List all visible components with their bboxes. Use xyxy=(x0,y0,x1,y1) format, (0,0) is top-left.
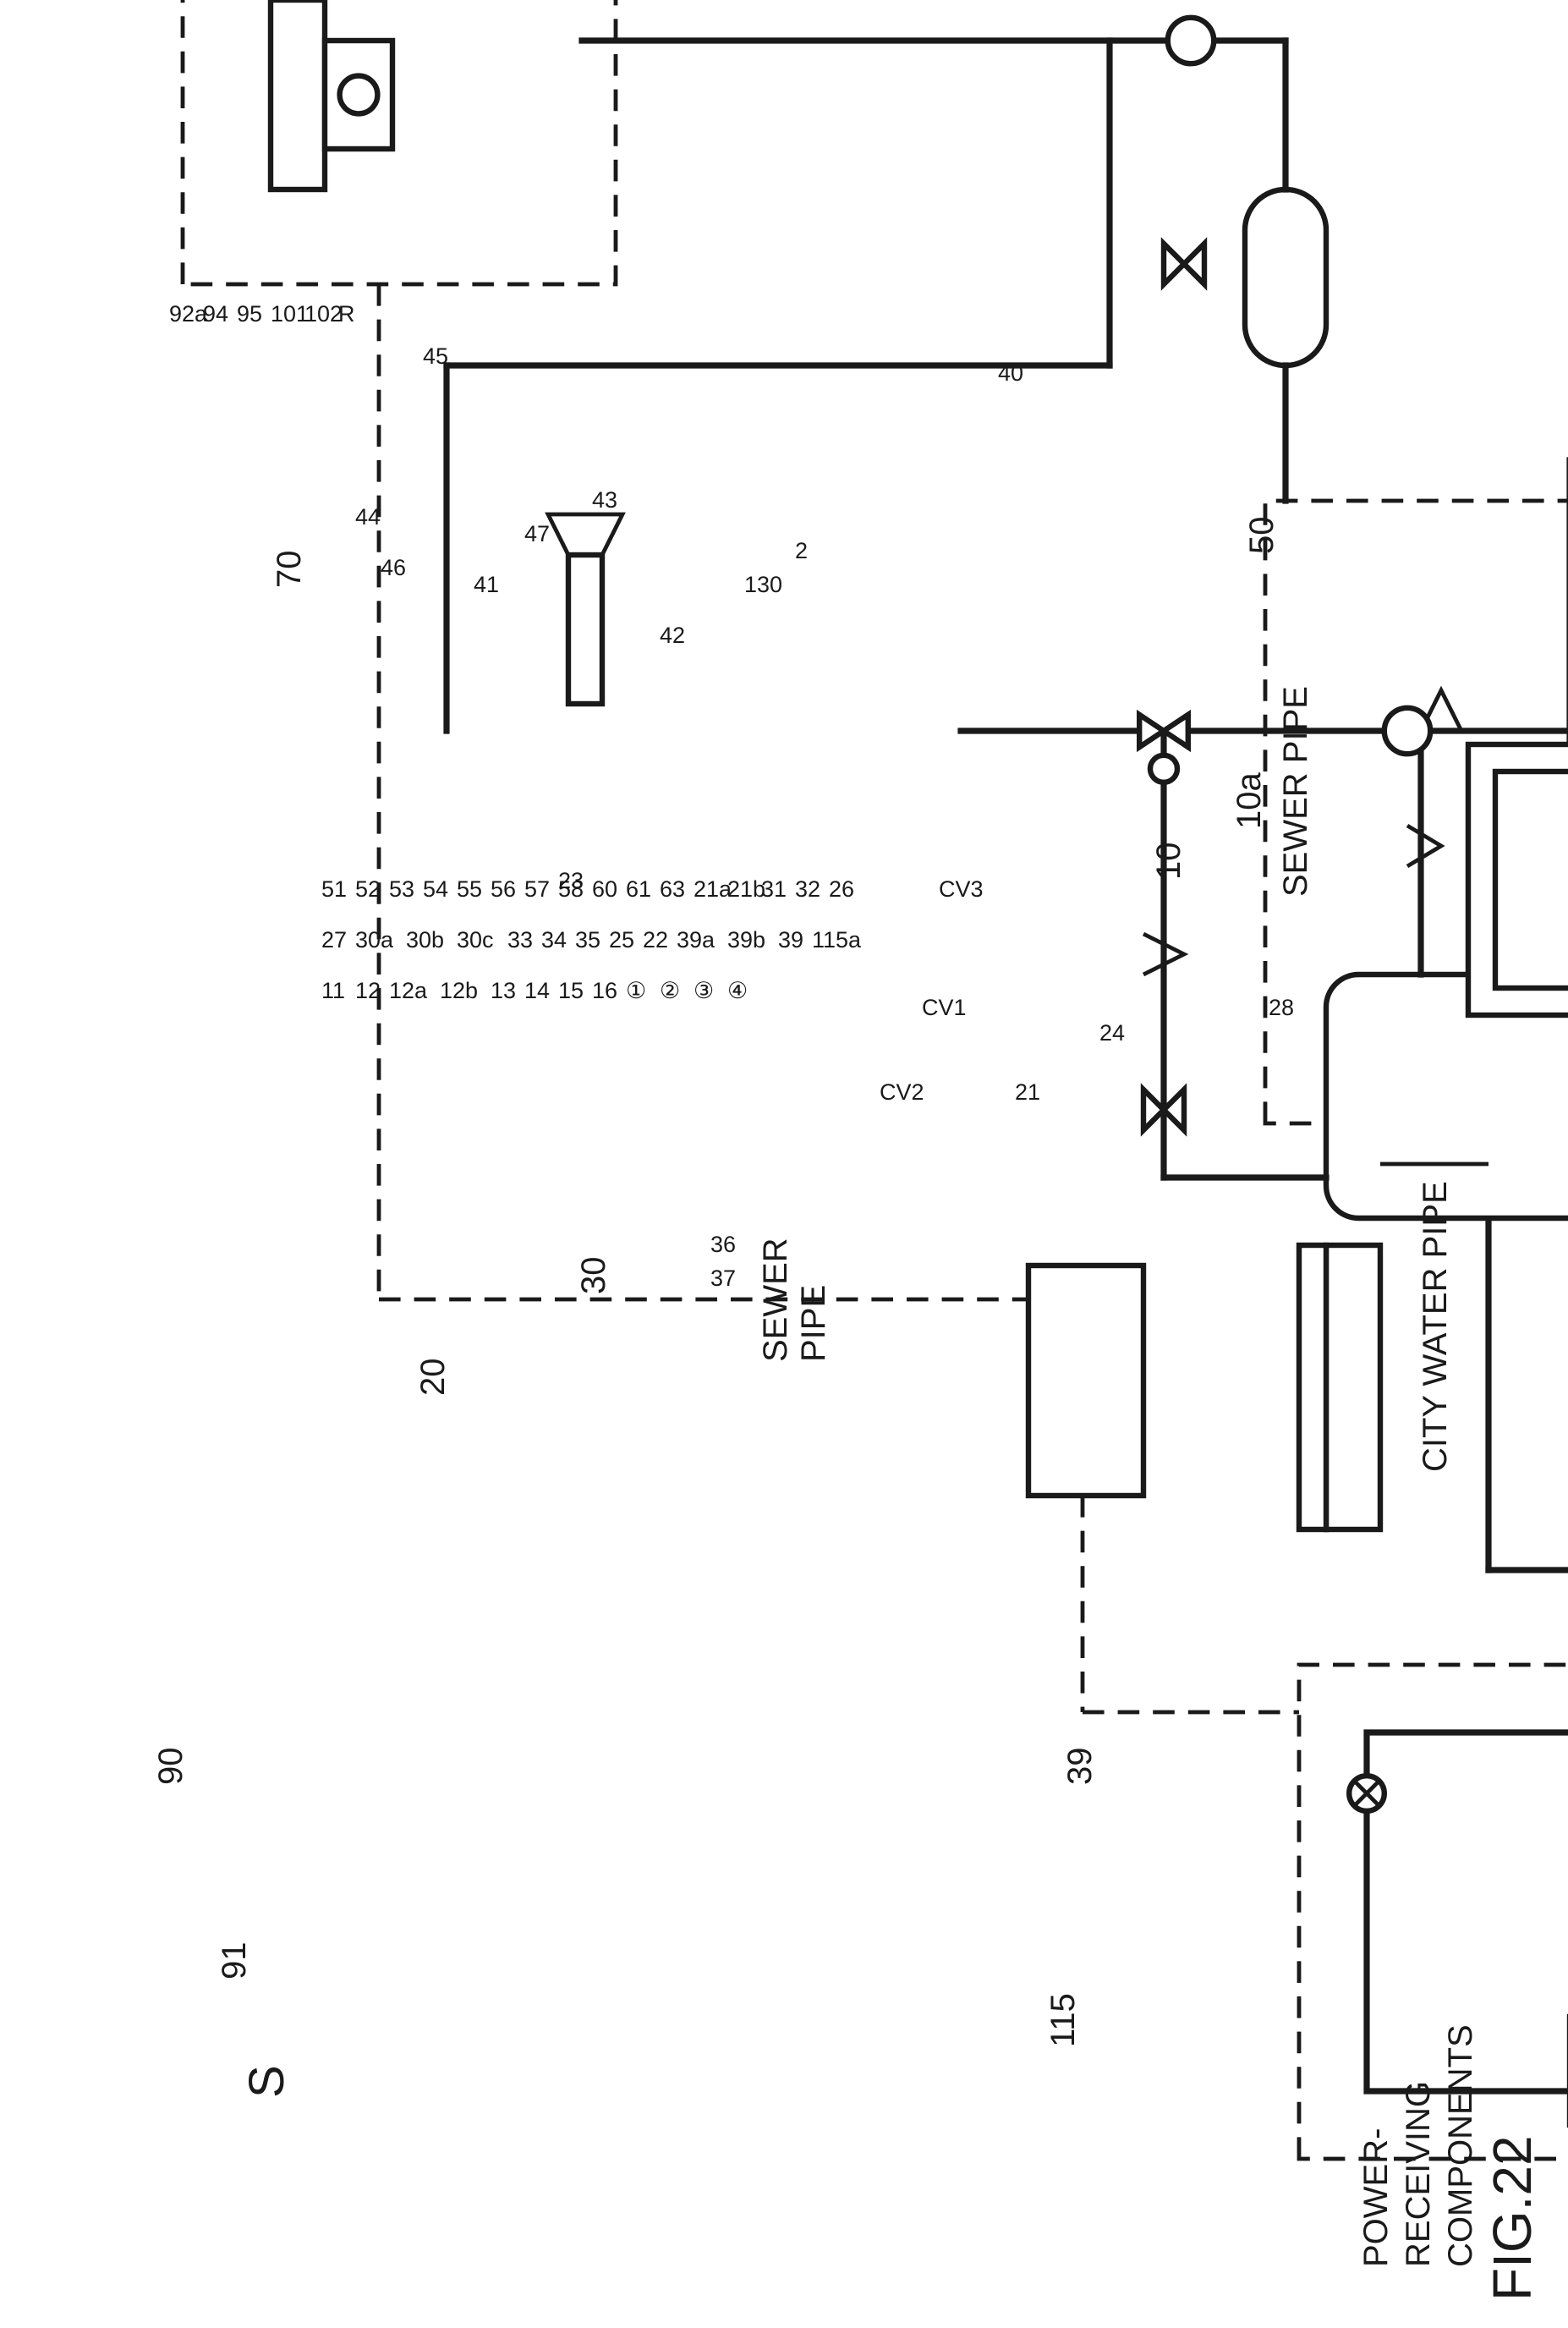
label-12b: 12b xyxy=(440,978,478,1003)
nozzle-2 xyxy=(548,514,622,704)
check-valve-cv1 xyxy=(1407,826,1441,866)
label-28: 28 xyxy=(1269,995,1294,1020)
toilet-seat-92a xyxy=(271,0,392,189)
label-37: 37 xyxy=(710,1266,736,1291)
label-39: 39 xyxy=(1061,1748,1099,1786)
label-14: 14 xyxy=(524,978,550,1003)
valve-47 xyxy=(1164,244,1204,284)
label-115a: 115a xyxy=(812,927,862,953)
cartridge-57 xyxy=(1495,771,1568,988)
label-45: 45 xyxy=(423,343,448,369)
label-30a: 30a xyxy=(355,927,394,953)
label-90: 90 xyxy=(152,1748,189,1786)
label-power-c: COMPONENTS xyxy=(1442,2024,1479,2267)
label-sewer-b: PIPE xyxy=(795,1285,832,1362)
label-25: 25 xyxy=(609,927,634,953)
label-CV2: CV2 xyxy=(880,1079,924,1105)
label-22: 22 xyxy=(643,927,668,953)
label-101: 101 xyxy=(271,301,309,327)
label-39p: 39 xyxy=(778,927,803,953)
label-94: 94 xyxy=(203,301,228,327)
port-mark-4: ④ xyxy=(727,978,748,1003)
label-31: 31 xyxy=(761,876,787,902)
label-102: 102 xyxy=(304,301,343,327)
label-61: 61 xyxy=(626,876,651,902)
label-58: 58 xyxy=(558,876,584,902)
controller-115 xyxy=(1028,1266,1143,1496)
label-130: 130 xyxy=(744,572,782,597)
label-91: 91 xyxy=(216,1942,253,1980)
label-10: 10 xyxy=(1150,843,1187,881)
buffer-tank-41 xyxy=(1245,189,1326,365)
label-50: 50 xyxy=(1243,517,1280,555)
label-41: 41 xyxy=(474,572,499,597)
label-57: 57 xyxy=(524,876,550,902)
label-52: 52 xyxy=(355,876,381,902)
label-63: 63 xyxy=(660,876,685,902)
label-11: 11 xyxy=(321,978,345,1003)
label-115: 115 xyxy=(1044,1993,1082,2047)
port-mark-3: ③ xyxy=(694,978,714,1003)
valve-52 xyxy=(1384,708,1430,754)
label-sewer-pipe-1: SEWER PIPE xyxy=(1277,686,1314,897)
label-30c: 30c xyxy=(457,927,494,953)
label-55: 55 xyxy=(457,876,482,902)
label-53: 53 xyxy=(389,876,414,902)
label-47: 47 xyxy=(524,521,550,546)
label-42: 42 xyxy=(660,623,685,648)
label-CV3: CV3 xyxy=(939,876,984,902)
label-15: 15 xyxy=(558,978,584,1003)
label-56: 56 xyxy=(491,876,516,902)
port-mark-2: ② xyxy=(660,978,680,1003)
label-34: 34 xyxy=(541,927,567,953)
label-33: 33 xyxy=(507,927,533,953)
label-13: 13 xyxy=(491,978,516,1003)
label-21b: 21b xyxy=(727,876,765,902)
label-30b: 30b xyxy=(406,927,444,953)
label-S: S xyxy=(239,2065,294,2098)
label-10a: 10a xyxy=(1231,772,1268,829)
label-power-a: POWER- xyxy=(1357,2128,1395,2267)
label-city-water-pipe: CITY WATER PIPE xyxy=(1417,1181,1454,1472)
label-35: 35 xyxy=(575,927,600,953)
label-16: 16 xyxy=(592,978,617,1003)
label-R: R xyxy=(338,301,355,327)
heater-plates-39 xyxy=(1299,1245,1380,1529)
toilet-unit-box xyxy=(183,0,616,284)
label-27: 27 xyxy=(321,927,347,953)
label-power-b: RECEIVING xyxy=(1400,2081,1437,2267)
label-21: 21 xyxy=(1015,1079,1040,1105)
label-46: 46 xyxy=(381,555,406,580)
label-39a: 39a xyxy=(677,927,715,953)
label-26: 26 xyxy=(829,876,854,902)
label-CV1: CV1 xyxy=(922,995,967,1020)
label-30: 30 xyxy=(575,1257,612,1295)
label-39b: 39b xyxy=(727,927,765,953)
label-54: 54 xyxy=(423,876,448,902)
expansion-valve-13-icon xyxy=(1349,1776,1384,1811)
three-way-valve-42 xyxy=(1168,18,1214,63)
label-sewer-a: SEWER xyxy=(757,1238,794,1362)
figure-title: FIG.22 xyxy=(1482,2135,1543,2301)
label-60: 60 xyxy=(592,876,617,902)
label-24: 24 xyxy=(1099,1020,1125,1046)
label-12a: 12a xyxy=(389,978,428,1003)
label-20: 20 xyxy=(414,1359,452,1397)
label-51: 51 xyxy=(321,876,347,902)
label-36: 36 xyxy=(710,1232,736,1257)
port-mark-1: ① xyxy=(626,978,646,1003)
label-32: 32 xyxy=(795,876,820,902)
label-40: 40 xyxy=(998,360,1023,386)
label-2: 2 xyxy=(795,538,808,563)
label-95: 95 xyxy=(237,301,262,327)
label-43: 43 xyxy=(592,487,617,513)
label-12: 12 xyxy=(355,978,381,1003)
label-44: 44 xyxy=(355,504,381,530)
label-70: 70 xyxy=(271,551,308,589)
